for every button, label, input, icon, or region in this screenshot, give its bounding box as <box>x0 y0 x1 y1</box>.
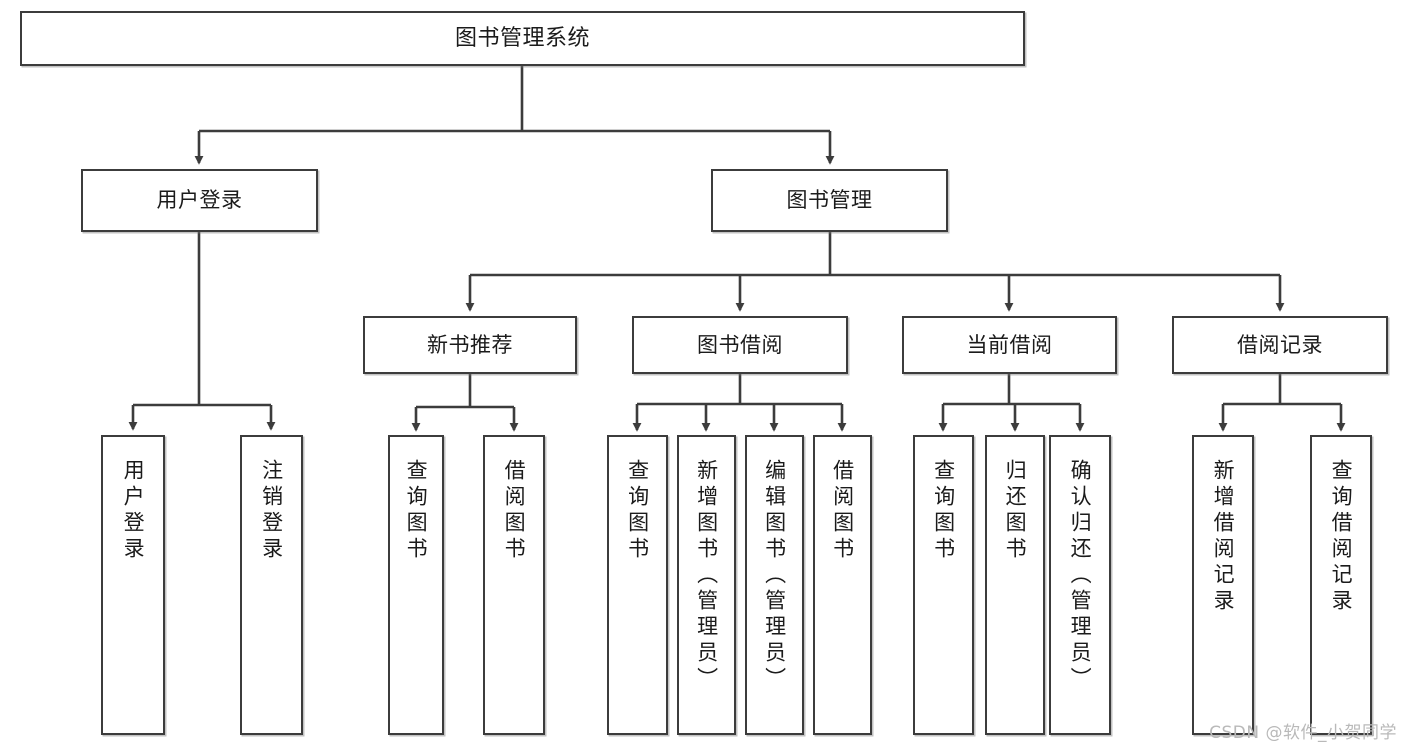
node-leaf-add-book-label: 新增图书（管理员） <box>694 459 719 693</box>
node-leaf-query-book-label: 查询图书 <box>625 459 650 563</box>
node-leaf-confirm-return-label: 确认归还（管理员） <box>1068 459 1093 693</box>
node-leaf-query-book-cur-label: 查询图书 <box>931 459 956 563</box>
node-leaf-add-record[interactable]: 新增借阅记录 <box>1192 435 1254 735</box>
node-leaf-user-logout-label: 注销登录 <box>259 459 284 563</box>
node-root-label: 图书管理系统 <box>454 25 590 51</box>
node-leaf-query-book-rec-label: 查询图书 <box>404 459 429 563</box>
node-user-login-label: 用户登录 <box>156 188 243 213</box>
node-new-book-rec[interactable]: 新书推荐 <box>363 316 577 374</box>
node-borrow-record-label: 借阅记录 <box>1237 332 1323 357</box>
node-leaf-query-book-rec[interactable]: 查询图书 <box>388 435 444 735</box>
node-book-manage[interactable]: 图书管理 <box>711 169 948 232</box>
node-leaf-add-record-label: 新增借阅记录 <box>1211 459 1236 615</box>
node-leaf-add-book[interactable]: 新增图书（管理员） <box>677 435 736 735</box>
node-leaf-return-book[interactable]: 归还图书 <box>985 435 1045 735</box>
node-root[interactable]: 图书管理系统 <box>20 11 1025 66</box>
node-leaf-edit-book[interactable]: 编辑图书（管理员） <box>745 435 804 735</box>
node-new-book-rec-label: 新书推荐 <box>427 332 513 357</box>
node-leaf-user-logout[interactable]: 注销登录 <box>240 435 303 735</box>
node-leaf-confirm-return[interactable]: 确认归还（管理员） <box>1049 435 1111 735</box>
watermark: CSDN @软件_小贺同学 <box>1209 723 1397 743</box>
node-leaf-borrow-book[interactable]: 借阅图书 <box>813 435 872 735</box>
node-borrow-record[interactable]: 借阅记录 <box>1172 316 1388 374</box>
node-leaf-edit-book-label: 编辑图书（管理员） <box>762 459 787 693</box>
node-leaf-user-login[interactable]: 用户登录 <box>101 435 165 735</box>
node-leaf-return-book-label: 归还图书 <box>1003 459 1028 563</box>
node-book-manage-label: 图书管理 <box>786 188 873 213</box>
node-leaf-borrow-book-label: 借阅图书 <box>830 459 855 563</box>
node-leaf-user-login-label: 用户登录 <box>121 459 146 563</box>
node-book-borrow-label: 图书借阅 <box>697 332 783 357</box>
node-leaf-query-record[interactable]: 查询借阅记录 <box>1310 435 1372 735</box>
node-current-borrow-label: 当前借阅 <box>966 332 1053 357</box>
node-book-borrow[interactable]: 图书借阅 <box>632 316 848 374</box>
node-leaf-query-record-label: 查询借阅记录 <box>1329 459 1354 615</box>
node-current-borrow[interactable]: 当前借阅 <box>902 316 1117 374</box>
node-leaf-query-book[interactable]: 查询图书 <box>607 435 668 735</box>
node-leaf-query-book-cur[interactable]: 查询图书 <box>913 435 974 735</box>
node-leaf-borrow-book-rec-label: 借阅图书 <box>502 459 527 563</box>
node-leaf-borrow-book-rec[interactable]: 借阅图书 <box>483 435 545 735</box>
node-user-login[interactable]: 用户登录 <box>81 169 318 232</box>
